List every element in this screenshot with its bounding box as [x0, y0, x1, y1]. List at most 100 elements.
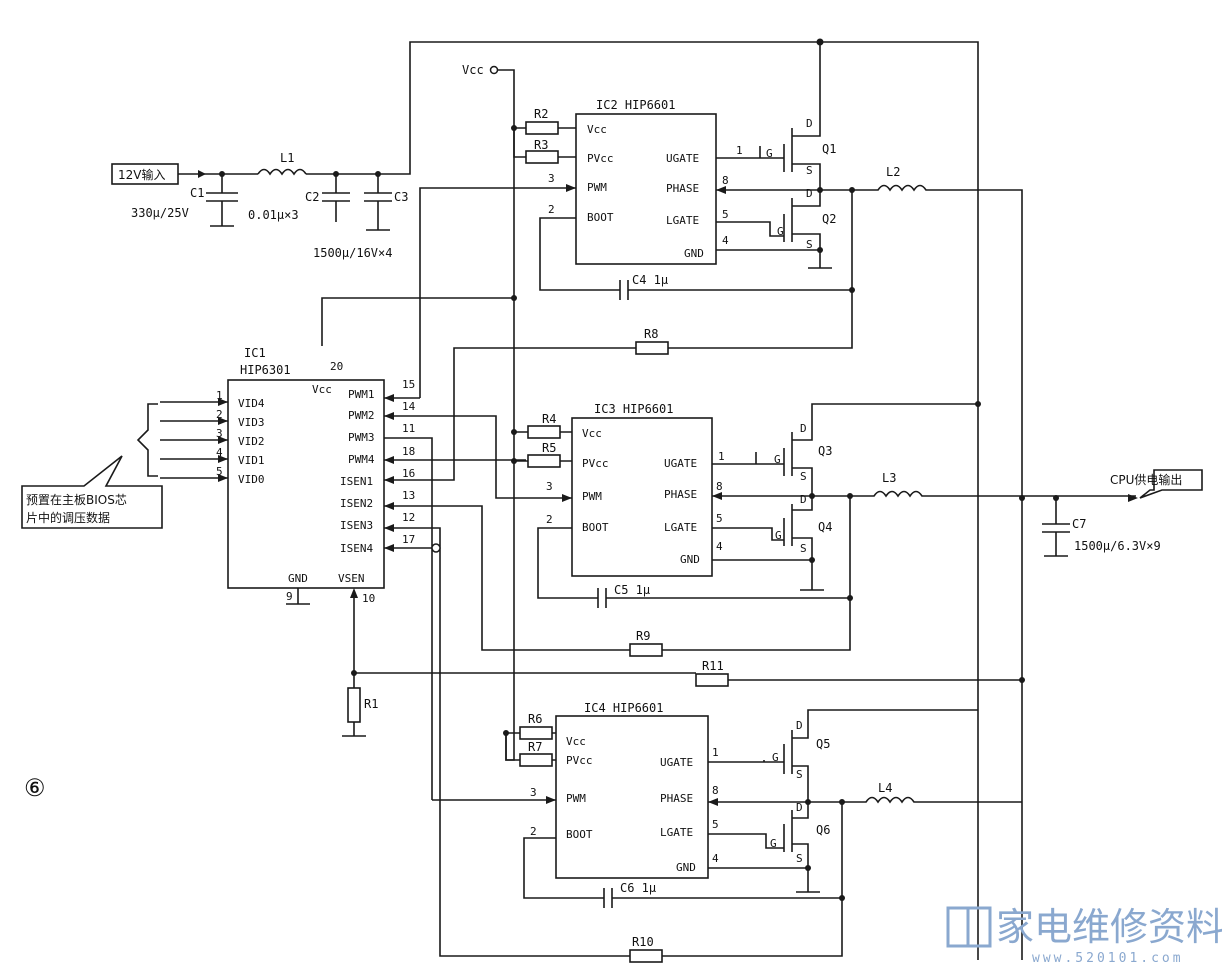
- svg-text:2: 2: [546, 513, 553, 526]
- resistor-r2: [525, 121, 559, 135]
- svg-text:PHASE: PHASE: [664, 488, 697, 501]
- svg-text:PVcc: PVcc: [566, 754, 593, 767]
- ic3-box: [571, 417, 713, 577]
- capacitor-c2: [322, 174, 350, 222]
- label-c2: C2: [305, 190, 319, 204]
- inductor-l3: [850, 490, 1136, 498]
- svg-text:PHASE: PHASE: [666, 182, 699, 195]
- svg-text:GND: GND: [684, 247, 704, 260]
- svg-text:5: 5: [216, 465, 223, 478]
- resistor-r1: [347, 687, 361, 723]
- svg-text:VID0: VID0: [238, 473, 265, 486]
- svg-text:17: 17: [402, 533, 415, 546]
- svg-text:S: S: [796, 768, 803, 781]
- svg-text:G: G: [766, 147, 773, 160]
- label-c3: C3: [394, 190, 408, 204]
- svg-text:D: D: [806, 117, 813, 130]
- svg-text:GND: GND: [676, 861, 696, 874]
- svg-text:S: S: [806, 164, 813, 177]
- svg-text:PHASE: PHASE: [660, 792, 693, 805]
- svg-text:PWM2: PWM2: [348, 409, 375, 422]
- resistor-r11: [695, 673, 729, 687]
- label-r9: R9: [636, 629, 650, 643]
- resistor-r8: [635, 341, 669, 355]
- svg-text:D: D: [806, 187, 813, 200]
- watermark: 家电维修资料网 www.520101.com: [946, 905, 1222, 966]
- svg-text:PWM: PWM: [566, 792, 586, 805]
- svg-text:PVcc: PVcc: [587, 152, 614, 165]
- svg-text:5: 5: [712, 818, 719, 831]
- label-r10: R10: [632, 935, 654, 949]
- svg-text:1: 1: [718, 450, 725, 463]
- svg-text:2: 2: [216, 408, 223, 421]
- label-c7: C7: [1072, 517, 1086, 531]
- svg-text:1: 1: [216, 389, 223, 402]
- svg-text:3: 3: [216, 427, 223, 440]
- inductor-l1: [257, 168, 307, 176]
- svg-text:UGATE: UGATE: [664, 457, 697, 470]
- watermark-url: www.520101.com: [1032, 951, 1184, 966]
- svg-text:1: 1: [736, 144, 743, 157]
- svg-text:S: S: [800, 542, 807, 555]
- inductor-l4: [842, 796, 1022, 804]
- input-section: 12V输入 L1 C1 330μ/25V C2 0.01μ×3 C3 1500μ…: [111, 38, 979, 960]
- ic1-box: [227, 379, 385, 589]
- svg-text:4: 4: [712, 852, 719, 865]
- svg-text:VSEN: VSEN: [338, 572, 365, 585]
- svg-text:4: 4: [722, 234, 729, 247]
- svg-text:R5: R5: [542, 441, 556, 455]
- ic2-title: IC2 HIP6601: [596, 98, 675, 112]
- svg-text:4: 4: [716, 540, 723, 553]
- svg-text:Vcc: Vcc: [566, 735, 586, 748]
- svg-text:VID2: VID2: [238, 435, 265, 448]
- ic2-stage: IC2 HIP6601 Vcc PVcc PWM BOOT UGATE PHAS…: [419, 42, 1023, 960]
- label-q2: Q2: [822, 212, 836, 226]
- label-r8: R8: [644, 327, 658, 341]
- svg-text:BOOT: BOOT: [587, 211, 614, 224]
- svg-text:D: D: [796, 801, 803, 814]
- label-l1: L1: [280, 151, 294, 165]
- svg-text:G: G: [774, 453, 781, 466]
- svg-text:UGATE: UGATE: [666, 152, 699, 165]
- label-c3-value: 1500μ/16V×4: [313, 246, 392, 260]
- figure-number: ⑥: [24, 774, 46, 802]
- svg-text:S: S: [800, 470, 807, 483]
- svg-text:PWM1: PWM1: [348, 388, 375, 401]
- svg-text:G: G: [775, 529, 782, 542]
- svg-text:R6: R6: [528, 712, 542, 726]
- label-q6: Q6: [816, 823, 830, 837]
- ic2-box: [575, 113, 717, 265]
- svg-text:R4: R4: [542, 412, 556, 426]
- resistor-r10: [629, 949, 663, 963]
- svg-text:G: G: [770, 837, 777, 850]
- svg-text:13: 13: [402, 489, 415, 502]
- resistor-r4: [527, 425, 561, 439]
- ic4-stage: IC4 HIP6601 Vcc PVcc PWM BOOT UGATE PHAS…: [432, 701, 1022, 963]
- capacitor-c1: [206, 174, 238, 227]
- svg-text:3: 3: [530, 786, 537, 799]
- svg-text:HIP6301: HIP6301: [240, 363, 291, 377]
- svg-text:C6 1μ: C6 1μ: [620, 881, 656, 895]
- label-r11: R11: [702, 659, 724, 673]
- svg-text:C5 1μ: C5 1μ: [614, 583, 650, 597]
- capacitor-c6: [603, 888, 613, 908]
- svg-text:UGATE: UGATE: [660, 756, 693, 769]
- svg-text:2: 2: [530, 825, 537, 838]
- output-label: CPU供电输出: [1110, 472, 1182, 487]
- svg-text:G: G: [772, 751, 779, 764]
- svg-text:LGATE: LGATE: [660, 826, 693, 839]
- svg-text:S: S: [796, 852, 803, 865]
- input-label: 12V输入: [118, 167, 165, 182]
- svg-text:IC4 HIP6601: IC4 HIP6601: [584, 701, 663, 715]
- svg-text:LGATE: LGATE: [666, 214, 699, 227]
- ic1-controller: IC1 HIP6301 20 Vcc VID4 VID3 VID2 VID1 V…: [136, 346, 1025, 957]
- ic4-box: [555, 715, 709, 879]
- svg-text:8: 8: [722, 174, 729, 187]
- label-q1: Q1: [822, 142, 836, 156]
- svg-text:IC1: IC1: [244, 346, 266, 360]
- inductor-l2: [852, 184, 1023, 960]
- capacitor-c4: [619, 280, 629, 300]
- svg-text:PWM4: PWM4: [348, 453, 375, 466]
- vcc-label: Vcc: [462, 63, 484, 77]
